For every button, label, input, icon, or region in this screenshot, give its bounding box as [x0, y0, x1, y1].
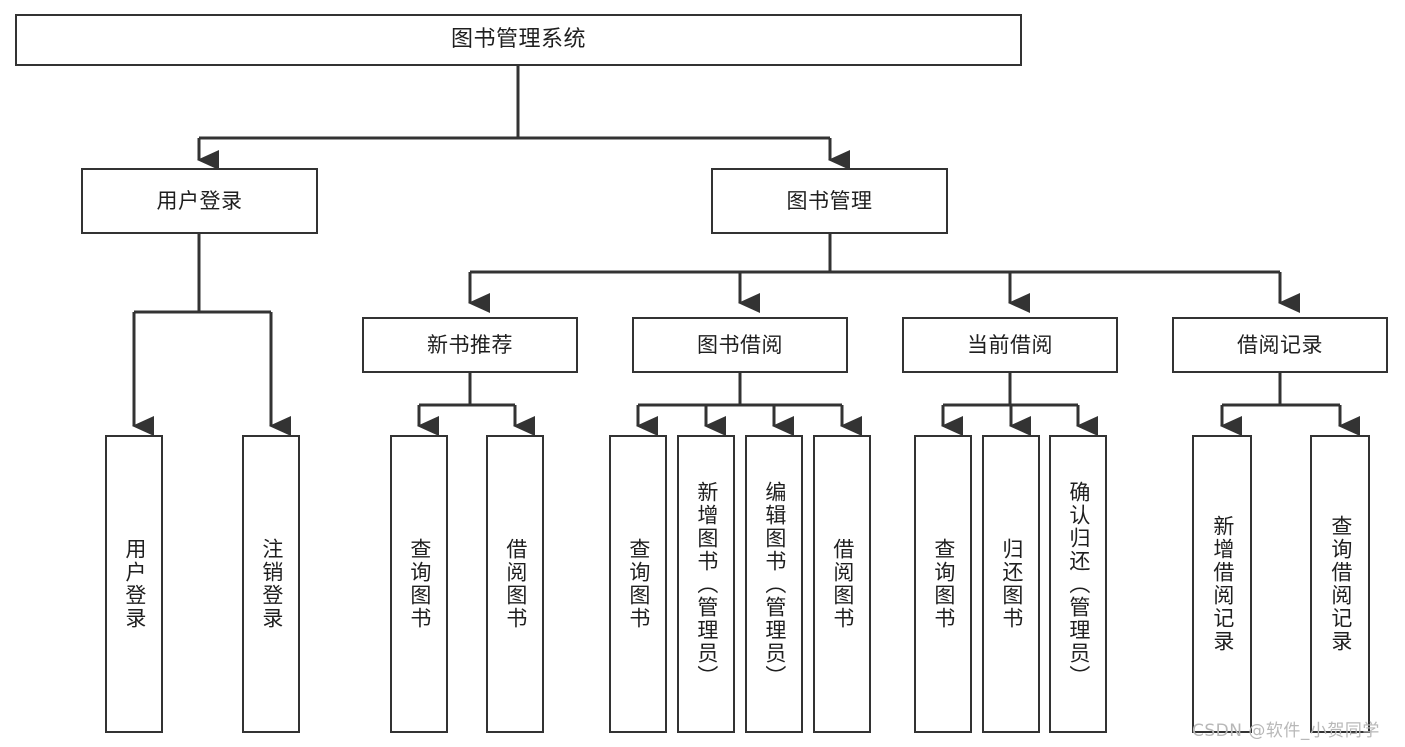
leaf-new-book-query-label: 查询图书 [407, 538, 432, 630]
leaf-new-book-query[interactable]: 查询图书 [390, 435, 448, 733]
leaf-current-borrow-confirm-return[interactable]: 确认归还（管理员） [1049, 435, 1107, 733]
node-book-management[interactable]: 图书管理 [711, 168, 948, 234]
node-book-borrow[interactable]: 图书借阅 [632, 317, 848, 373]
node-book-management-label: 图书管理 [786, 188, 873, 213]
leaf-current-borrow-confirm-return-label: 确认归还（管理员） [1066, 480, 1091, 688]
leaf-user-login-login[interactable]: 用户登录 [105, 435, 163, 733]
leaf-book-borrow-edit-label: 编辑图书（管理员） [762, 480, 787, 688]
leaf-borrow-record-add[interactable]: 新增借阅记录 [1192, 435, 1252, 733]
node-user-login-label: 用户登录 [156, 188, 243, 213]
node-borrow-record-label: 借阅记录 [1237, 332, 1323, 357]
leaf-current-borrow-query-label: 查询图书 [931, 538, 956, 630]
leaf-current-borrow-query[interactable]: 查询图书 [914, 435, 972, 733]
leaf-user-login-logout-label: 注销登录 [259, 538, 284, 630]
node-current-borrow[interactable]: 当前借阅 [902, 317, 1118, 373]
node-book-borrow-label: 图书借阅 [697, 332, 783, 357]
node-borrow-record[interactable]: 借阅记录 [1172, 317, 1388, 373]
node-root-library-system[interactable]: 图书管理系统 [15, 14, 1022, 66]
leaf-book-borrow-edit[interactable]: 编辑图书（管理员） [745, 435, 803, 733]
leaf-user-login-logout[interactable]: 注销登录 [242, 435, 300, 733]
leaf-book-borrow-borrow[interactable]: 借阅图书 [813, 435, 871, 733]
leaf-borrow-record-add-label: 新增借阅记录 [1210, 515, 1235, 653]
leaf-borrow-record-query[interactable]: 查询借阅记录 [1310, 435, 1370, 733]
watermark-text: CSDN @软件_小贺同学 [1192, 721, 1380, 741]
leaf-current-borrow-return-label: 归还图书 [999, 538, 1024, 630]
leaf-new-book-borrow[interactable]: 借阅图书 [486, 435, 544, 733]
leaf-book-borrow-query[interactable]: 查询图书 [609, 435, 667, 733]
node-new-book-recommend[interactable]: 新书推荐 [362, 317, 578, 373]
leaf-new-book-borrow-label: 借阅图书 [503, 538, 528, 630]
node-user-login[interactable]: 用户登录 [81, 168, 318, 234]
node-current-borrow-label: 当前借阅 [967, 332, 1053, 357]
leaf-user-login-login-label: 用户登录 [122, 538, 147, 630]
node-new-book-recommend-label: 新书推荐 [427, 332, 513, 357]
leaf-book-borrow-add[interactable]: 新增图书（管理员） [677, 435, 735, 733]
leaf-current-borrow-return[interactable]: 归还图书 [982, 435, 1040, 733]
leaf-book-borrow-query-label: 查询图书 [626, 538, 651, 630]
node-root-label: 图书管理系统 [450, 27, 586, 53]
leaf-book-borrow-add-label: 新增图书（管理员） [694, 480, 719, 688]
leaf-book-borrow-borrow-label: 借阅图书 [830, 538, 855, 630]
leaf-borrow-record-query-label: 查询借阅记录 [1328, 515, 1353, 653]
